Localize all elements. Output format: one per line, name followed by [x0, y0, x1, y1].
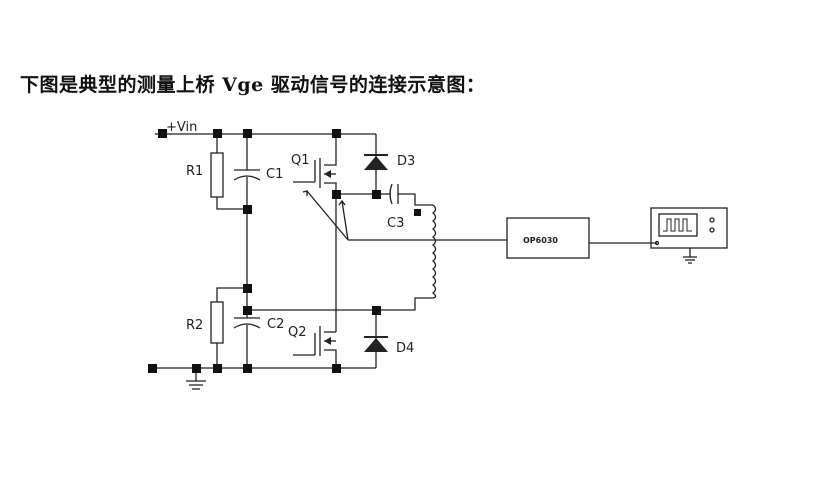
resistor-r1: [210, 152, 224, 198]
wires: [152, 133, 657, 369]
d3-label: D3: [397, 154, 415, 169]
capacitor-c1: [233, 169, 261, 181]
d4-label: D4: [396, 341, 414, 356]
c2-label: C2: [267, 317, 284, 332]
heading: 下图是典型的测量上桥 Vge 驱动信号的连接示意图：: [20, 74, 486, 96]
differential-probe-box: OP6030: [506, 217, 590, 259]
capacitor-c2: [233, 317, 261, 329]
probe-label: OP6030: [523, 236, 558, 245]
q2-label: Q2: [288, 325, 307, 340]
junction-nodes: [148, 129, 421, 373]
c1-label: C1: [266, 167, 283, 182]
r1-label: R1: [186, 164, 203, 179]
q1-label: Q1: [291, 153, 310, 168]
resistor-r2: [210, 301, 224, 344]
oscilloscope-icon: [650, 207, 728, 264]
c3-label: C3: [387, 216, 404, 231]
r2-label: R2: [186, 318, 203, 333]
supply-label: +Vin: [166, 120, 197, 135]
